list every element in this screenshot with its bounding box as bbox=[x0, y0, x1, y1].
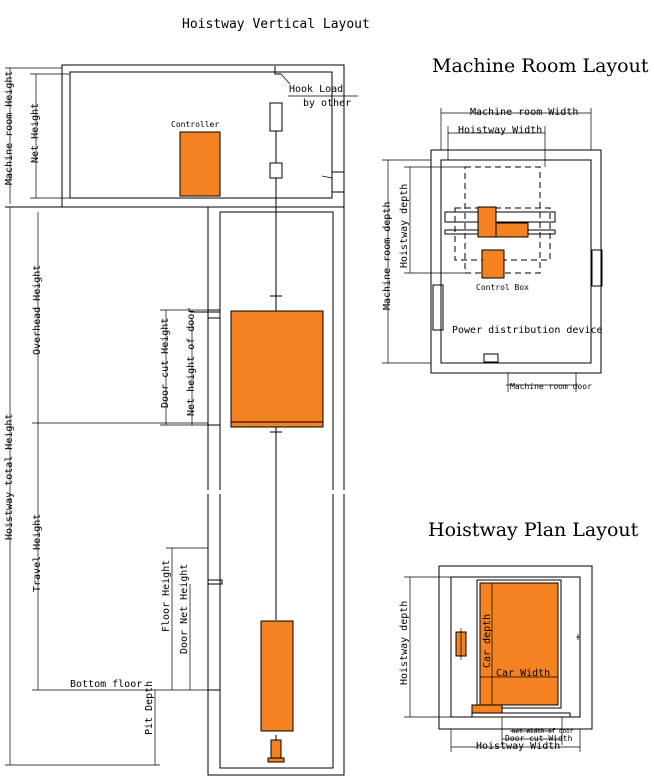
hoistway-depth-label-mr: Hoistway depth bbox=[399, 184, 410, 268]
hook-icon bbox=[274, 66, 281, 75]
controller-label: Controller bbox=[171, 120, 219, 129]
machine-room-vent bbox=[332, 171, 345, 193]
floor-height-label: Floor Height bbox=[161, 560, 172, 632]
bottom-floor-label: Bottom floor bbox=[70, 679, 142, 690]
elevator-car bbox=[230, 310, 324, 428]
hoistway-width-label-mr: Hoistway Width bbox=[458, 125, 542, 136]
traction-machine bbox=[477, 206, 497, 238]
plan-wall-outer bbox=[438, 565, 593, 730]
travel-height-label: Travel Height bbox=[32, 514, 43, 592]
door-cut-height-label: Door cut Height bbox=[160, 318, 171, 408]
net-height-of-door-label: Net height of door bbox=[186, 308, 197, 416]
plan-car bbox=[479, 582, 559, 706]
overhead-height-label: Overhead Height bbox=[32, 265, 43, 355]
car-depth-label: Car depth bbox=[482, 614, 493, 668]
counterweight bbox=[260, 620, 294, 732]
control-box-label: Control Box bbox=[476, 283, 529, 292]
machine-room-inner bbox=[69, 71, 333, 199]
hoistway-inner bbox=[219, 211, 334, 769]
vertical-layout: Hook Load by other Controller bbox=[4, 64, 358, 776]
pit-buffer bbox=[270, 739, 282, 759]
power-distribution-label: Power distribution device bbox=[452, 325, 603, 336]
hoistway-plan-layout-title: Hoistway Plan Layout bbox=[428, 519, 639, 541]
plan-door-sill bbox=[471, 704, 503, 714]
door-cut-width-label: Door cut Width bbox=[505, 734, 573, 743]
machine-room-layout: Control Box Power distribution device Ma… bbox=[382, 107, 603, 392]
net-height-label: Net Height bbox=[30, 103, 41, 163]
pit-depth-label: Pit Depth bbox=[144, 681, 155, 735]
car-width-label: Car Width bbox=[496, 668, 550, 679]
machine-room-depth-label: Machine room depth bbox=[382, 202, 393, 310]
machine-room-door-label: Machine room door bbox=[510, 382, 592, 391]
hook-load-by-other-label: by other bbox=[303, 98, 351, 109]
net-width-of-door-label: Net Width of door bbox=[512, 728, 574, 735]
machine-room-height-label: Machine room Height bbox=[4, 71, 15, 185]
machine-room-wall-outer bbox=[430, 149, 602, 374]
hoistway-total-height-label: Hoistway total Height bbox=[4, 414, 15, 540]
controller-cabinet bbox=[179, 131, 221, 197]
machine-room-window bbox=[591, 249, 603, 287]
hoistway-width-label-plan: Hoistway Width bbox=[476, 741, 560, 752]
door-net-height-label: Door Net Height bbox=[179, 564, 190, 654]
sheave-lower bbox=[269, 162, 283, 179]
vertical-layout-title: Hoistway Vertical Layout bbox=[182, 17, 370, 32]
machine-room-wall-inner bbox=[440, 159, 592, 364]
hoistway-plan-layout: Car depth Car Width Hoistway depth Net W… bbox=[399, 565, 593, 752]
hoistway-depth-label-plan: Hoistway depth bbox=[399, 601, 410, 685]
power-distribution-box bbox=[432, 284, 444, 331]
hook-load-label: Hook Load bbox=[289, 84, 343, 95]
traction-motor bbox=[495, 222, 529, 238]
pit-buffer-base bbox=[267, 757, 285, 763]
control-box bbox=[481, 249, 505, 279]
sheave-upper bbox=[269, 102, 283, 132]
machine-room-width-label: Machine room Width bbox=[470, 107, 578, 118]
machine-room-layout-title: Machine Room Layout bbox=[432, 55, 649, 77]
